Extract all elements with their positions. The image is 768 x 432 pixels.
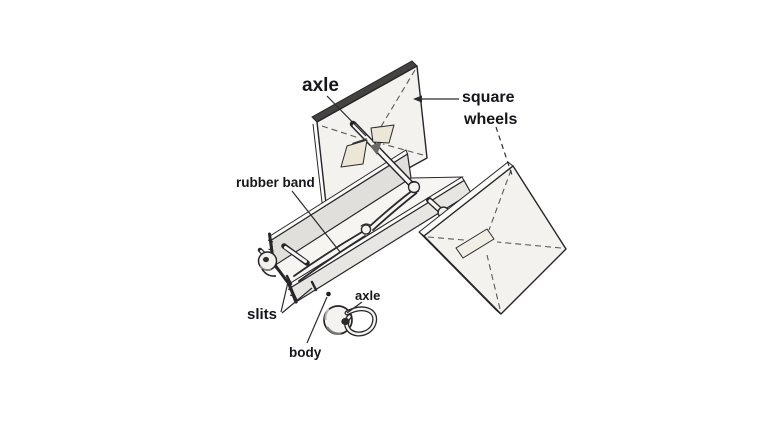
square-wheel-front bbox=[418, 161, 567, 315]
annotations bbox=[280, 95, 513, 344]
tape-bow-upper bbox=[370, 124, 395, 144]
wheel-front-face bbox=[423, 165, 567, 315]
wheel-front-tape-patch bbox=[455, 228, 495, 259]
rubber-band bbox=[293, 189, 418, 282]
label-body: body bbox=[289, 345, 322, 360]
wheel-front-fold-diagonals bbox=[427, 169, 562, 310]
label-slits: slits bbox=[247, 306, 277, 323]
front-axle-knot-wraps bbox=[408, 181, 420, 193]
band-knot-loop bbox=[360, 223, 372, 227]
label-square-wheels-line2: wheels bbox=[463, 111, 517, 128]
rear-axle bbox=[257, 243, 378, 337]
band-strand-lower-left bbox=[298, 235, 366, 282]
leader-slits-2 bbox=[281, 287, 313, 314]
left-bead-hole bbox=[263, 256, 269, 263]
label-square-wheels-line1: square bbox=[462, 89, 515, 106]
label-rubber-band: rubber band bbox=[236, 175, 315, 190]
label-axle-top: axle bbox=[302, 75, 339, 96]
band-strand-lower-right bbox=[372, 192, 418, 231]
leader-body bbox=[306, 296, 328, 344]
rear-bead-hole bbox=[341, 317, 350, 326]
leader-axle-bottom bbox=[346, 301, 363, 314]
front-axle-rod bbox=[352, 123, 415, 188]
band-knot bbox=[360, 224, 372, 235]
rear-axle-rod bbox=[284, 246, 307, 263]
body-left-end-fold bbox=[272, 261, 291, 286]
leader-axle-top bbox=[326, 95, 367, 137]
body-reference-dot bbox=[326, 291, 331, 297]
slit-cuts bbox=[285, 274, 318, 292]
wheel-rear-fold-diagonals bbox=[321, 69, 424, 156]
label-axle-bottom: axle bbox=[355, 288, 380, 303]
labels: axle square wheels rubber band slits axl… bbox=[236, 75, 517, 360]
leader-slits-1 bbox=[280, 281, 289, 313]
front-axle bbox=[340, 120, 455, 224]
rear-bead-highlight bbox=[324, 308, 330, 321]
tape-shadow-right bbox=[370, 141, 382, 155]
body-near-wall-left-edge bbox=[287, 282, 298, 304]
band-strand-upper-left bbox=[293, 231, 363, 277]
band-strand-upper-right bbox=[369, 189, 414, 227]
left-bead-shading bbox=[259, 265, 272, 272]
rear-bead-shading bbox=[326, 326, 342, 335]
leader-rubber-band bbox=[291, 190, 341, 253]
arrowhead-square-wheels bbox=[413, 95, 422, 103]
left-bead-wire-tail bbox=[261, 268, 277, 277]
tape-bow-lower bbox=[340, 139, 368, 168]
wheel-rear-thickness-line bbox=[312, 123, 324, 212]
axle-stub bbox=[428, 199, 442, 212]
